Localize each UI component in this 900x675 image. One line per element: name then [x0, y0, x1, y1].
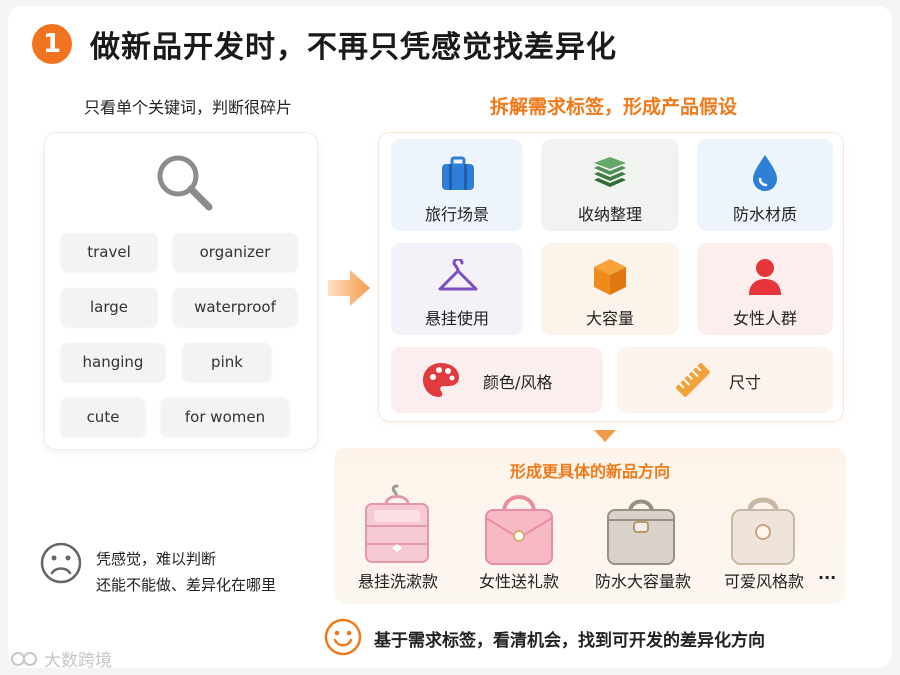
hanger-icon	[438, 259, 478, 291]
tag-label: 旅行场景	[424, 205, 489, 224]
conclusion-text: 基于需求标签，看清机会，找到可开发的差异化方向	[374, 631, 765, 651]
person-icon	[749, 259, 781, 295]
keyword-chip: organizer	[173, 233, 297, 271]
watermark: 大数跨境	[10, 646, 112, 671]
tag-label: 尺寸	[729, 373, 762, 392]
watermark-text: 大数跨境	[44, 651, 112, 671]
box-icon	[594, 259, 626, 295]
tag-label: 收纳整理	[577, 205, 642, 224]
keyword-chip: travel	[61, 233, 157, 271]
down-arrow-icon	[594, 430, 616, 442]
keyword-chip: hanging	[61, 343, 165, 381]
left-subtitle: 只看单个关键词，判断很碎片	[84, 98, 293, 117]
keyword-chip: pink	[183, 343, 271, 381]
page-title: 做新品开发时，不再只凭感觉找差异化	[90, 30, 617, 65]
suitcase-icon	[442, 156, 474, 190]
tag-storage: 收纳整理	[541, 139, 679, 231]
cute-style-bag-icon	[731, 497, 795, 565]
product-label: 女性送礼款	[478, 572, 559, 591]
tag-label: 颜色/风格	[483, 373, 553, 392]
more-indicator: ···	[818, 568, 837, 587]
tag-label: 防水材质	[732, 205, 797, 224]
smile-face-icon	[324, 618, 362, 656]
tag-label: 悬挂使用	[424, 309, 489, 328]
keyword-chip: cute	[61, 398, 145, 436]
tag-size: 尺寸	[617, 347, 833, 413]
keyword-chip: for women	[161, 398, 289, 436]
product-label: 可爱风格款	[723, 572, 804, 591]
tag-color-style: 颜色/风格	[391, 347, 603, 413]
tag-travel-scene: 旅行场景	[391, 139, 523, 231]
sad-face-icon	[40, 542, 82, 584]
watermark-logo-icon	[11, 651, 37, 666]
pain-line-1: 凭感觉，难以判断	[96, 550, 217, 568]
right-subtitle: 拆解需求标签，形成产品假设	[490, 96, 738, 118]
waterproof-large-bag-icon	[607, 499, 675, 565]
step-number-badge: 1	[32, 24, 72, 64]
water-drop-icon	[753, 155, 777, 191]
product-label: 悬挂洗漱款	[357, 572, 438, 591]
layers-icon	[594, 157, 626, 187]
tag-hanging-use: 悬挂使用	[391, 243, 523, 335]
tag-waterproof: 防水材质	[697, 139, 833, 231]
pain-line-2: 还能不能做、差异化在哪里	[96, 576, 277, 594]
tag-female-audience: 女性人群	[697, 243, 833, 335]
product-direction-panel: 形成更具体的新品方向 悬挂洗漱款 女性送礼款 防水大容量款 可爱风格款 ···	[334, 448, 846, 604]
demand-tags-panel: 旅行场景 收纳整理 防水材质 悬挂使用 大容量	[378, 132, 844, 422]
product-label: 防水大容量款	[594, 572, 691, 591]
gift-bag-icon	[485, 495, 553, 565]
hanging-toiletry-bag-icon	[365, 484, 429, 563]
right-arrow-icon	[328, 270, 370, 306]
search-icon	[157, 155, 213, 211]
keyword-chip: waterproof	[173, 288, 297, 326]
tag-label: 女性人群	[732, 309, 797, 328]
ruler-icon	[676, 363, 710, 397]
keywords-panel: travel organizer large waterproof hangin…	[44, 132, 318, 450]
product-direction-title: 形成更具体的新品方向	[509, 462, 670, 481]
palette-icon	[423, 363, 459, 397]
keyword-chip: large	[61, 288, 157, 326]
tag-label: 大容量	[585, 309, 634, 328]
tag-large-capacity: 大容量	[541, 243, 679, 335]
pain-point-text: 凭感觉，难以判断 还能不能做、差异化在哪里	[96, 546, 276, 598]
